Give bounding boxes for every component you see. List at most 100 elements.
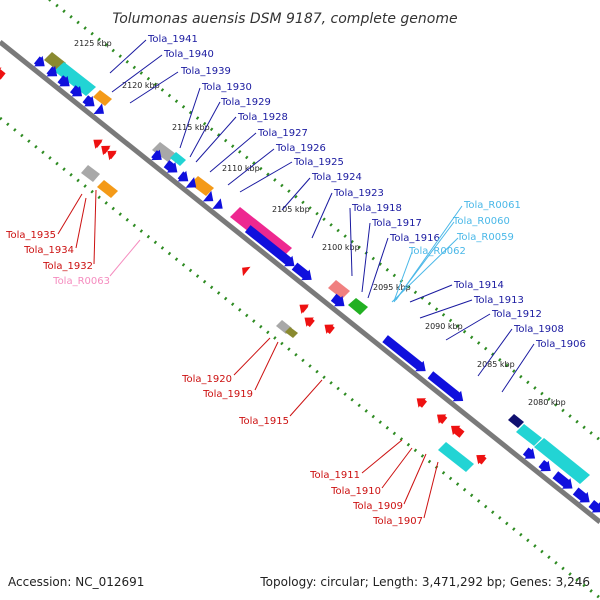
outer-tick-ring — [47, 0, 600, 442]
reverse-labels-bottom: Tola_1911 Tola_1910 Tola_1909 Tola_1907 — [309, 439, 439, 527]
cog-box — [190, 176, 214, 196]
forward-gene-arrow — [588, 500, 600, 513]
gene-label-tola-1923: Tola_1923 — [333, 188, 384, 199]
forward-gene-arrow — [212, 198, 223, 209]
leader-line — [477, 328, 513, 377]
leader-line — [391, 237, 459, 303]
leader-line — [254, 341, 279, 391]
reverse-gene-track — [0, 67, 487, 465]
leader-line — [209, 132, 257, 173]
leader-line — [419, 299, 473, 319]
reverse-gene-arrow — [107, 150, 117, 161]
leader-line — [501, 343, 535, 393]
leader-line — [75, 197, 87, 249]
cog-box — [93, 90, 112, 106]
cog-box — [516, 424, 542, 446]
reverse-gene-arrow — [242, 266, 251, 277]
gene-label-tola-1928: Tola_1928 — [237, 112, 288, 123]
leader-line — [179, 87, 201, 149]
accession-text: Accession: NC_012691 — [8, 575, 144, 589]
forward-gene-arrow — [151, 149, 162, 161]
rna-label-tola-r0062: Tola_R0062 — [408, 246, 466, 257]
gene-label-tola-1939: Tola_1939 — [180, 66, 231, 77]
gene-label-tola-1926: Tola_1926 — [275, 143, 326, 154]
rna-labels: Tola_R0061 Tola_R0060 Tola_R0059 Tola_R0… — [391, 200, 521, 303]
leader-line — [129, 71, 179, 104]
reverse-labels-mid: Tola_1920 Tola_1919 Tola_1915 — [181, 337, 323, 427]
gene-label-tola-1927: Tola_1927 — [257, 128, 308, 139]
leader-line — [361, 222, 371, 293]
position-label: 2090 kbp — [425, 322, 463, 331]
forward-gene-arrow — [163, 160, 178, 173]
cog-box — [97, 180, 118, 198]
gene-label-tola-1919: Tola_1919 — [202, 389, 253, 400]
cog-track-forward — [44, 52, 590, 484]
gene-label-tola-1932: Tola_1932 — [42, 261, 93, 272]
forward-gene-arrow — [244, 225, 295, 267]
gene-label-tola-1906: Tola_1906 — [535, 339, 586, 350]
leader-line — [57, 193, 83, 235]
gene-label-tola-1914: Tola_1914 — [453, 280, 504, 291]
forward-gene-arrow — [572, 487, 590, 503]
gene-label-tola-1909: Tola_1909 — [352, 501, 403, 512]
forward-gene-arrow — [177, 170, 189, 182]
leader-line — [93, 189, 97, 265]
gene-label-tola-1929: Tola_1929 — [220, 97, 271, 108]
forward-gene-arrow — [382, 335, 426, 372]
cog-box — [534, 438, 590, 484]
position-label: 2080 kbp — [528, 398, 566, 407]
position-label: 2125 kbp — [74, 39, 112, 48]
forward-gene-arrow — [427, 371, 464, 402]
forward-gene-arrow — [202, 190, 214, 202]
rna-label-tola-r0060: Tola_R0060 — [452, 216, 510, 227]
gene-label-tola-1920: Tola_1920 — [181, 374, 232, 385]
cog-box — [230, 207, 292, 258]
forward-gene-arrow — [93, 103, 104, 114]
leader-line — [109, 39, 147, 74]
leader-line — [393, 221, 455, 303]
cog-box — [54, 62, 96, 96]
gene-label-tola-1934: Tola_1934 — [23, 245, 74, 256]
position-label: 2085 kbp — [477, 360, 515, 369]
gene-label-tola-1940: Tola_1940 — [163, 49, 214, 60]
gene-label-tola-1911: Tola_1911 — [309, 470, 360, 481]
forward-gene-arrow — [552, 471, 573, 489]
leader-line — [233, 337, 271, 376]
cog-track-reverse — [81, 165, 474, 472]
position-label: 2115 kbp — [172, 123, 210, 132]
forward-gene-arrow — [538, 460, 551, 472]
leader-line — [403, 453, 427, 505]
forward-gene-arrow — [185, 177, 197, 188]
map-title: Tolumonas auensis DSM 9187, complete gen… — [112, 11, 457, 27]
forward-gene-arrow — [330, 293, 345, 307]
rna-label-tola-r0059: Tola_R0059 — [456, 232, 514, 243]
reverse-gene-arrow — [451, 425, 465, 438]
position-label: 2105 kbp — [272, 205, 310, 214]
gene-label-tola-1935: Tola_1935 — [5, 230, 56, 241]
position-label: 2110 kbp — [222, 164, 260, 173]
leader-line — [227, 148, 275, 186]
gene-label-tola-1925: Tola_1925 — [293, 157, 344, 168]
cog-box — [508, 414, 524, 428]
leader-line — [289, 379, 323, 417]
gene-label-tola-1910: Tola_1910 — [330, 486, 381, 497]
leader-line — [111, 54, 163, 93]
cog-box — [152, 142, 176, 162]
leader-line — [189, 101, 221, 158]
reverse-gene-arrow — [0, 67, 6, 80]
cog-box — [328, 280, 350, 299]
leader-line — [349, 207, 353, 277]
leader-line — [393, 251, 413, 302]
forward-labels: Tola_1941 Tola_1940 Tola_1939 Tola_1930 … — [109, 34, 586, 393]
leader-line — [239, 161, 293, 193]
leader-line — [423, 461, 439, 519]
leader-line — [361, 439, 403, 474]
cog-box — [170, 152, 186, 166]
position-label: 2120 kbp — [122, 81, 160, 90]
forward-gene-arrow — [70, 85, 83, 97]
reverse-gene-arrow — [101, 145, 111, 156]
gene-label-tola-1916: Tola_1916 — [389, 233, 440, 244]
cog-box — [438, 442, 474, 472]
gene-label-tola-1917: Tola_1917 — [371, 218, 422, 229]
